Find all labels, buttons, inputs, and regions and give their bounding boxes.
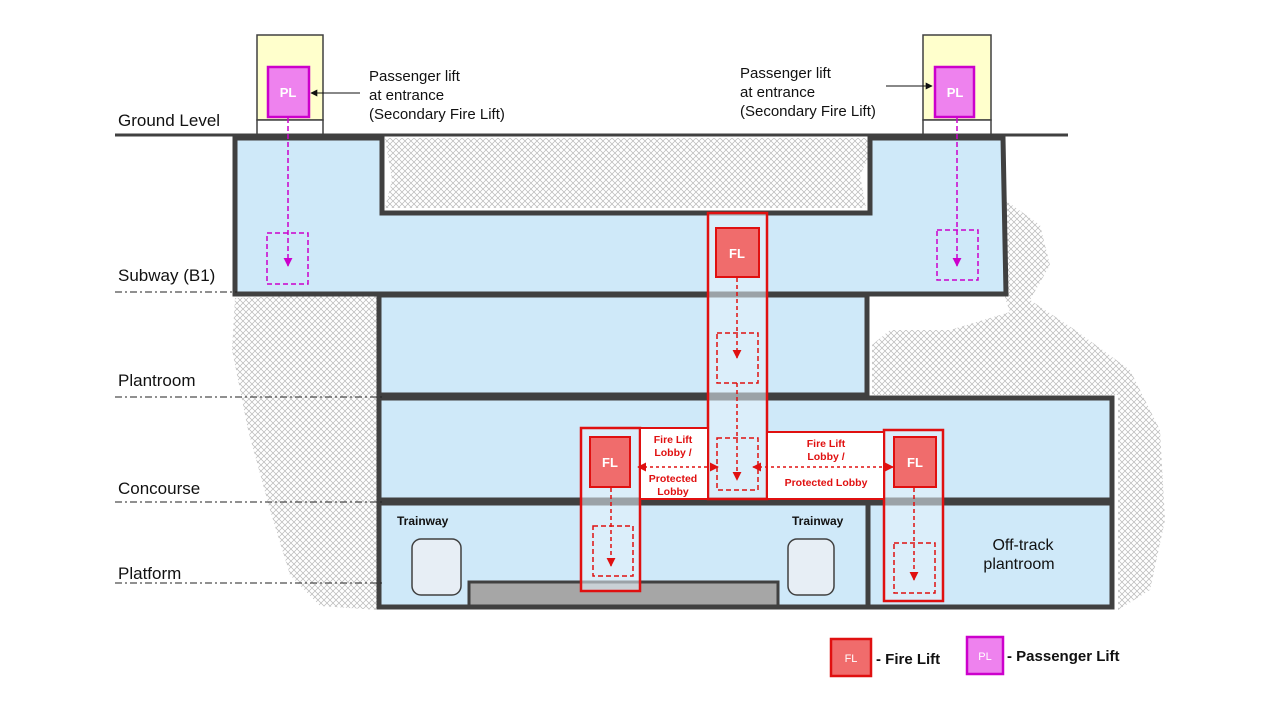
level-lines xyxy=(115,291,382,584)
train-right xyxy=(787,538,835,596)
right-pl-note-1: Passenger lift xyxy=(740,65,832,82)
legend-fire-lift-icon-text: FL xyxy=(845,653,858,665)
offtrack-label-2: plantroom xyxy=(983,556,1054,573)
left-pl-label: PL xyxy=(280,85,297,100)
offtrack-label-1: Off-track xyxy=(992,537,1054,554)
right-lobby-text-2: Lobby / xyxy=(807,451,844,463)
legend-passenger-lift-swatch xyxy=(965,635,1005,676)
left-lobby-text-3: Protected xyxy=(649,473,697,485)
level-label-ground: Ground Level xyxy=(118,111,220,130)
left-lobby-text-4: Lobby xyxy=(657,486,689,498)
right-fl-label: FL xyxy=(907,455,923,470)
legend-fire-lift-swatch xyxy=(829,637,873,678)
trainway-right-label: Trainway xyxy=(792,514,844,528)
left-fl-label: FL xyxy=(602,455,618,470)
central-fire-lift-shaft xyxy=(706,211,769,501)
level-label-concourse: Concourse xyxy=(118,479,200,498)
right-pl-note-3: (Secondary Fire Lift) xyxy=(740,103,876,120)
level-label-subway: Subway (B1) xyxy=(118,266,215,285)
left-pl-note-1: Passenger lift xyxy=(369,68,461,85)
legend-passenger-lift-icon-text: PL xyxy=(978,651,991,663)
right-pl-label: PL xyxy=(947,85,964,100)
left-pl-note-2: at entrance xyxy=(369,87,444,104)
left-passenger-lift xyxy=(266,65,311,285)
level-label-plantroom: Plantroom xyxy=(118,371,195,390)
right-lobby-text-3: Protected Lobby xyxy=(785,477,868,489)
legend-fire-lift-label: - Fire Lift xyxy=(876,651,940,668)
plantroom-box xyxy=(376,292,870,398)
central-fl-label: FL xyxy=(729,246,745,261)
level-label-platform: Platform xyxy=(118,564,181,583)
legend-passenger-lift-label: - Passenger Lift xyxy=(1007,648,1120,665)
right-lobby-text-1: Fire Lift xyxy=(807,438,846,450)
right-fire-lift-shaft xyxy=(882,428,945,603)
soil-hatch xyxy=(232,138,1165,610)
right-pl-note-2: at entrance xyxy=(740,84,815,101)
left-lobby-text-1: Fire Lift xyxy=(654,434,693,446)
train-left xyxy=(411,538,462,596)
right-passenger-lift xyxy=(933,65,979,281)
left-lobby-text-2: Lobby / xyxy=(654,447,691,459)
left-pl-note-3: (Secondary Fire Lift) xyxy=(369,106,505,123)
trainway-left-label: Trainway xyxy=(397,514,449,528)
left-fire-lift-shaft xyxy=(579,426,642,593)
legend: FL - Fire Lift PL - Passenger Lift xyxy=(829,635,1120,678)
